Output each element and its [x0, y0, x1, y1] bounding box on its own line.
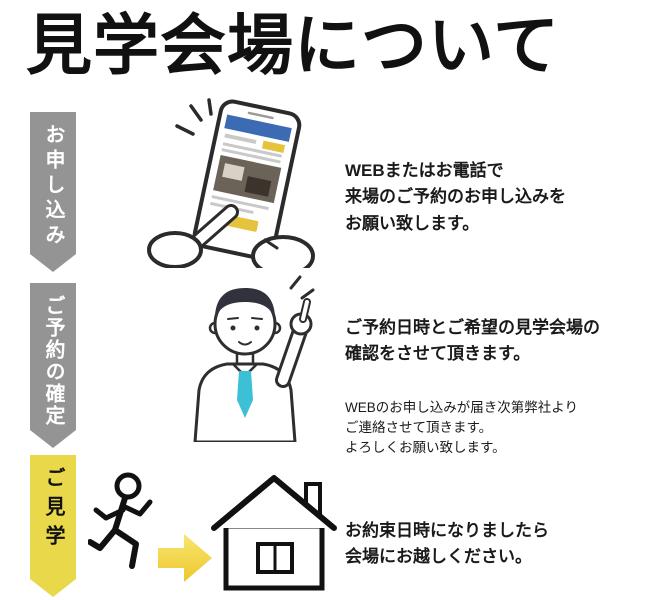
page-title: 見学会場について — [26, 8, 561, 82]
man-icon — [193, 275, 315, 444]
roof — [211, 475, 337, 531]
raised-arm — [275, 298, 313, 388]
step2-heading: ご予約日時とご希望の見学会場の 確認をさせて頂きます。 — [345, 318, 600, 364]
step1-banner-label: お申し込み — [42, 124, 64, 249]
step2-body: WEBのお申し込みが届き次第弊社より ご連絡させて頂きます。 よろしくお願い致し… — [345, 399, 578, 456]
step3-heading: お約束日時になりましたら 会場にお越しください。 — [345, 521, 549, 567]
step2-text: ご予約日時とご希望の見学会場の 確認をさせて頂きます。 WEBのお申し込みが届き… — [345, 297, 600, 476]
step3-text: お約束日時になりましたら 会場にお越しください。 — [345, 500, 549, 589]
step3-banner: ご見学 — [30, 455, 76, 597]
run-to-house-illustration — [87, 468, 338, 593]
hair — [214, 288, 276, 326]
step2-banner: ご予約の確定 — [30, 283, 76, 448]
pointing-hand-icon — [147, 204, 239, 269]
step1-banner: お申し込み — [30, 112, 76, 272]
smartphone-tap-illustration — [95, 98, 325, 277]
step1-text: WEBまたはお電話で 来場のご予約のお申し込みを お願い致します。 — [345, 140, 566, 255]
arrow-right-icon — [158, 534, 212, 582]
spark-lines-icon — [175, 98, 213, 136]
run-to-house-icon — [87, 472, 337, 591]
tie — [237, 371, 253, 418]
man-pointing-illustration — [165, 272, 325, 444]
house-icon — [211, 475, 337, 591]
face — [227, 317, 263, 346]
step3-banner-label: ご見学 — [42, 467, 64, 554]
motion-lines-icon — [289, 275, 315, 300]
holding-hand-icon — [251, 235, 315, 277]
step2-banner-label: ご予約の確定 — [42, 295, 64, 427]
running-person-icon — [87, 472, 153, 569]
step1-heading: WEBまたはお電話で 来場のご予約のお申し込みを お願い致します。 — [345, 161, 566, 233]
smartphone-tap-icon — [147, 98, 315, 277]
